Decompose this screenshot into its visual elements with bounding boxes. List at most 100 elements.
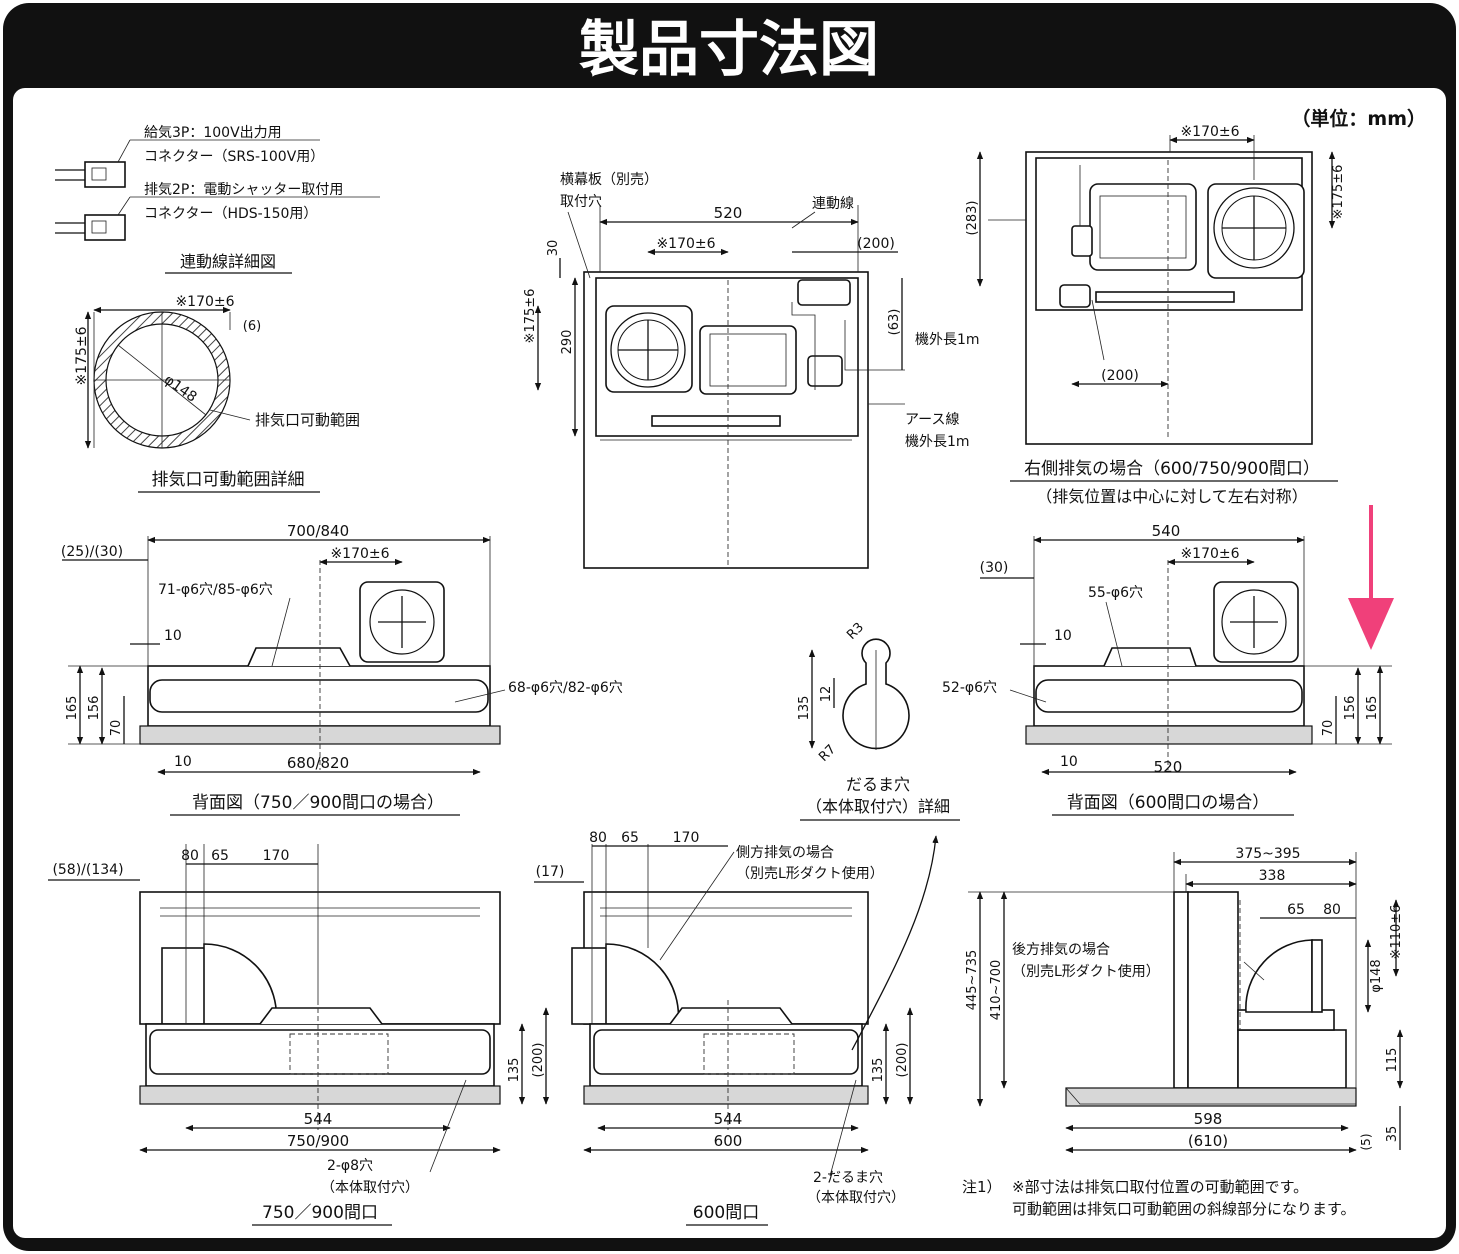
svg-text:170: 170 bbox=[263, 848, 290, 864]
svg-text:(200): (200) bbox=[895, 1043, 910, 1078]
svg-text:165: 165 bbox=[1365, 696, 1380, 721]
svg-text:12: 12 bbox=[819, 686, 834, 703]
connector-detail: 給気3P：100V出力用 コネクター（SRS-100V用） 排気2P：電動シャッ… bbox=[55, 125, 380, 274]
svg-text:410~700: 410~700 bbox=[989, 960, 1004, 1021]
svg-text:(200): (200) bbox=[857, 236, 895, 252]
svg-text:445~735: 445~735 bbox=[965, 950, 980, 1011]
svg-text:135: 135 bbox=[797, 696, 812, 721]
svg-text:52-φ6穴: 52-φ6穴 bbox=[942, 680, 997, 696]
svg-text:375~395: 375~395 bbox=[1235, 846, 1300, 862]
svg-text:注1）: 注1） bbox=[962, 1178, 1002, 1196]
svg-text:(63): (63) bbox=[887, 309, 902, 336]
svg-text:2-だるま穴: 2-だるま穴 bbox=[813, 1170, 883, 1186]
svg-text:170: 170 bbox=[673, 830, 700, 846]
svg-text:156: 156 bbox=[1343, 696, 1358, 721]
right-exhaust-view: ※170±6 (283) ※175±6 (200) 右側排気の場合（600/75… bbox=[965, 124, 1346, 506]
svg-text:70: 70 bbox=[109, 720, 124, 737]
svg-text:後方排気の場合: 後方排気の場合 bbox=[1012, 942, 1110, 958]
svg-text:φ148: φ148 bbox=[1369, 959, 1384, 992]
back-view-750-900: 700/840 (25)/(30) ※170±6 71-φ6穴/85-φ6穴 1… bbox=[61, 522, 623, 816]
svg-text:(283): (283) bbox=[965, 201, 980, 236]
svg-text:544: 544 bbox=[304, 1110, 333, 1128]
svg-text:680/820: 680/820 bbox=[287, 754, 349, 772]
svg-text:コネクター（HDS-150用）: コネクター（HDS-150用） bbox=[144, 206, 317, 222]
exhaust-range-detail-title: 排気口可動範囲詳細 bbox=[152, 470, 305, 490]
svg-text:※175±6: ※175±6 bbox=[74, 326, 90, 385]
svg-text:80: 80 bbox=[589, 830, 607, 846]
svg-text:68-φ6穴/82-φ6穴: 68-φ6穴/82-φ6穴 bbox=[508, 680, 623, 696]
svg-text:※110±6: ※110±6 bbox=[1389, 905, 1404, 960]
front-view-600: 80 65 170 (17) 側方排気の場合 （別売L形ダクト使用） 135 (… bbox=[534, 830, 939, 1226]
svg-text:連動線: 連動線 bbox=[812, 196, 854, 212]
svg-text:80: 80 bbox=[1323, 902, 1341, 918]
svg-text:10: 10 bbox=[164, 628, 182, 644]
front-600-caption: 600間口 bbox=[693, 1203, 759, 1223]
svg-text:(610): (610) bbox=[1188, 1132, 1228, 1150]
front-view-750-900: 80 65 170 (58)/(134) 135 (200) 544 750/9… bbox=[48, 844, 550, 1226]
svg-text:(25)/(30): (25)/(30) bbox=[61, 544, 123, 560]
svg-text:65: 65 bbox=[621, 830, 639, 846]
svg-text:(200): (200) bbox=[531, 1043, 546, 1078]
svg-text:排気2P：電動シャッター取付用: 排気2P：電動シャッター取付用 bbox=[144, 182, 343, 198]
daruma-caption: だるま穴 bbox=[846, 775, 910, 794]
back-view-600: 540 (30) ※170±6 55-φ6穴 10 52-φ6穴 165 156… bbox=[942, 522, 1392, 816]
svg-text:排気口可動範囲: 排気口可動範囲 bbox=[255, 411, 360, 429]
page-title: 製品寸法図 bbox=[579, 15, 879, 85]
svg-text:(200): (200) bbox=[1101, 368, 1139, 384]
svg-text:10: 10 bbox=[1054, 628, 1072, 644]
svg-text:540: 540 bbox=[1152, 522, 1181, 540]
svg-text:71-φ6穴/85-φ6穴: 71-φ6穴/85-φ6穴 bbox=[158, 582, 273, 598]
svg-text:156: 156 bbox=[87, 696, 102, 721]
svg-text:35: 35 bbox=[1385, 1126, 1400, 1143]
svg-text:取付穴: 取付穴 bbox=[560, 194, 602, 210]
svg-text:（本体取付穴）: （本体取付穴） bbox=[807, 1190, 905, 1206]
svg-text:(17): (17) bbox=[536, 864, 565, 880]
connector-detail-title: 連動線詳細図 bbox=[180, 252, 276, 271]
svg-text:65: 65 bbox=[211, 848, 229, 864]
unit-label: （単位：mm） bbox=[1291, 107, 1426, 130]
svg-text:600: 600 bbox=[714, 1132, 743, 1150]
exhaust-range-detail: ※170±6 (6) ※175±6 φ148 排気口可動範囲 排気口可動範囲詳細 bbox=[74, 294, 360, 493]
svg-text:（別売L形ダクト使用）: （別売L形ダクト使用） bbox=[736, 865, 884, 882]
front-750-caption: 750／900間口 bbox=[262, 1203, 378, 1223]
svg-text:135: 135 bbox=[871, 1058, 886, 1083]
svg-text:80: 80 bbox=[181, 848, 199, 864]
svg-text:※170±6: ※170±6 bbox=[656, 236, 715, 252]
svg-text:55-φ6穴: 55-φ6穴 bbox=[1088, 585, 1143, 601]
svg-text:（別売L形ダクト使用）: （別売L形ダクト使用） bbox=[1012, 963, 1160, 980]
svg-text:70: 70 bbox=[1321, 720, 1336, 737]
svg-text:115: 115 bbox=[1385, 1048, 1400, 1073]
svg-text:アース線: アース線 bbox=[905, 412, 959, 428]
supply-connector-icon bbox=[55, 161, 126, 188]
svg-text:290: 290 bbox=[560, 330, 575, 355]
svg-text:※175±6: ※175±6 bbox=[523, 289, 538, 344]
side-view: 375~395 338 65 80 ※110±6 φ148 後方排気の場合 （別… bbox=[965, 846, 1404, 1154]
svg-text:※170±6: ※170±6 bbox=[1180, 546, 1239, 562]
svg-text:可動範囲は排気口可動範囲の斜線部分になります。: 可動範囲は排気口可動範囲の斜線部分になります。 bbox=[1012, 1200, 1356, 1218]
svg-text:165: 165 bbox=[65, 696, 80, 721]
svg-text:700/840: 700/840 bbox=[287, 522, 349, 540]
svg-text:10: 10 bbox=[174, 754, 192, 770]
svg-text:520: 520 bbox=[714, 204, 743, 222]
svg-text:※部寸法は排気口取付位置の可動範囲です。: ※部寸法は排気口取付位置の可動範囲です。 bbox=[1012, 1178, 1308, 1196]
svg-text:横幕板（別売）: 横幕板（別売） bbox=[560, 172, 658, 188]
svg-text:(30): (30) bbox=[980, 560, 1009, 576]
notes: 注1） ※部寸法は排気口取付位置の可動範囲です。 可動範囲は排気口可動範囲の斜線… bbox=[962, 1178, 1356, 1218]
top-view: 520 ※170±6 (200) 連動線 横幕板（別売） 取付穴 30 290 … bbox=[523, 172, 980, 569]
svg-text:65: 65 bbox=[1287, 902, 1305, 918]
svg-text:2-φ8穴: 2-φ8穴 bbox=[327, 1158, 373, 1174]
svg-text:338: 338 bbox=[1259, 868, 1286, 884]
svg-text:コネクター（SRS-100V用）: コネクター（SRS-100V用） bbox=[144, 149, 324, 165]
svg-text:給気3P：100V出力用: 給気3P：100V出力用 bbox=[144, 125, 282, 141]
svg-text:544: 544 bbox=[714, 1110, 743, 1128]
svg-text:135: 135 bbox=[507, 1058, 522, 1083]
svg-text:750/900: 750/900 bbox=[287, 1132, 349, 1150]
svg-text:（本体取付穴）: （本体取付穴） bbox=[321, 1180, 419, 1196]
svg-text:30: 30 bbox=[546, 240, 561, 257]
svg-text:(5): (5) bbox=[1359, 1134, 1373, 1151]
svg-text:機外長1m: 機外長1m bbox=[905, 434, 970, 450]
svg-text:（本体取付穴）詳細: （本体取付穴）詳細 bbox=[806, 797, 950, 816]
svg-text:※170±6: ※170±6 bbox=[1180, 124, 1239, 140]
svg-text:※170±6: ※170±6 bbox=[330, 546, 389, 562]
